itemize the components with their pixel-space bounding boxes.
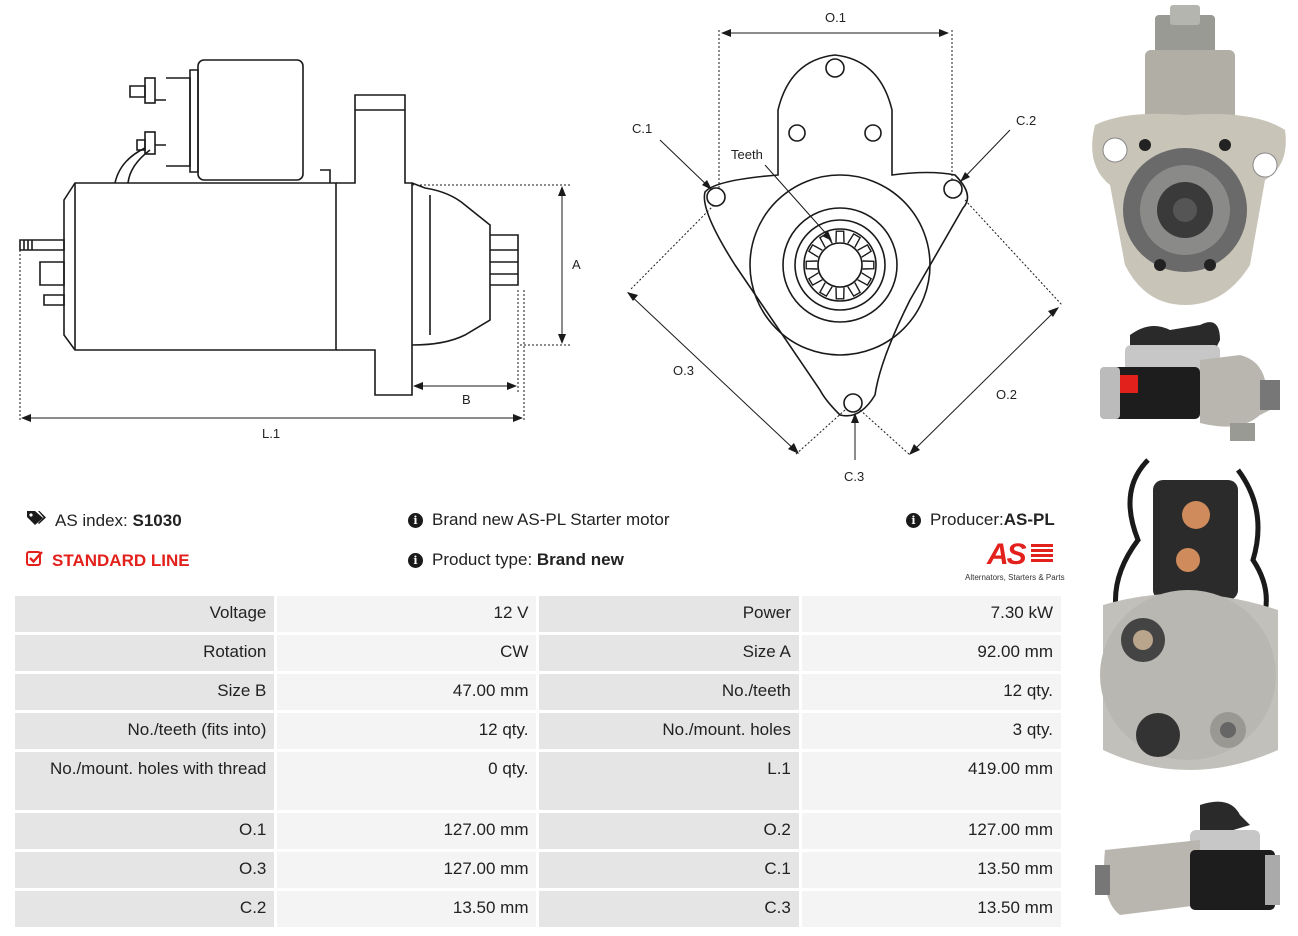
- spec-value: 12 qty.: [277, 713, 537, 749]
- spec-label: C.2: [15, 891, 275, 927]
- spec-label: No./teeth (fits into): [15, 713, 275, 749]
- label-o1: O.1: [825, 10, 846, 25]
- label-teeth: Teeth: [731, 147, 763, 162]
- label-b: B: [462, 392, 471, 407]
- spec-label: Voltage: [15, 596, 275, 632]
- producer-label: Producer:: [930, 510, 1004, 529]
- spec-value: 7.30 kW: [801, 596, 1061, 632]
- standard-line: STANDARD LINE: [26, 550, 190, 571]
- label-o2: O.2: [996, 387, 1017, 402]
- tags-icon: [26, 510, 46, 531]
- producer-value: AS-PL: [1003, 510, 1055, 529]
- spec-value: 0 qty.: [277, 752, 537, 810]
- spec-value: 13.50 mm: [801, 891, 1061, 927]
- spec-value: 127.00 mm: [277, 813, 537, 849]
- info-icon: i: [408, 512, 423, 528]
- description: i Brand new AS-PL Starter motor: [408, 510, 669, 530]
- spec-label: O.3: [15, 852, 275, 888]
- label-a: A: [572, 257, 581, 272]
- logo-tagline: Alternators, Starters & Parts: [965, 573, 1065, 582]
- spec-value: 419.00 mm: [801, 752, 1061, 810]
- product-type: i Product type: Brand new: [408, 550, 624, 570]
- gear-tooth: [805, 260, 818, 270]
- spec-label: Power: [539, 596, 799, 632]
- spec-value: 92.00 mm: [801, 635, 1061, 671]
- gear-tooth: [857, 243, 873, 258]
- spec-value: 12 qty.: [801, 674, 1061, 710]
- spec-value: 127.00 mm: [801, 813, 1061, 849]
- info-icon: i: [408, 552, 423, 568]
- spec-value: 13.50 mm: [277, 891, 537, 927]
- label-c3: C.3: [844, 469, 864, 484]
- photo-rear: [1100, 458, 1278, 770]
- spec-label: Size B: [15, 674, 275, 710]
- spec-value: 13.50 mm: [801, 852, 1061, 888]
- spec-label: O.2: [539, 813, 799, 849]
- info-icon: i: [906, 512, 921, 528]
- standard-line-label: STANDARD LINE: [52, 550, 190, 570]
- spec-row: No./teeth (fits into)12 qty.No./mount. h…: [15, 713, 1061, 749]
- photo-side-bottom: [1095, 801, 1280, 915]
- label-l1: L.1: [262, 426, 280, 441]
- as-index-value: S1030: [132, 510, 182, 530]
- spec-label: Rotation: [15, 635, 275, 671]
- spec-label: C.1: [539, 852, 799, 888]
- spec-value: CW: [277, 635, 537, 671]
- spec-label: No./mount. holes with thread: [15, 752, 275, 810]
- label-c2: C.2: [1016, 113, 1036, 128]
- front-view-drawing: O.1 C.1 C.2 Teeth O.3 O.2 C.3: [627, 10, 1063, 484]
- as-pl-logo: AS Alternators, Starters & Parts: [965, 540, 1069, 584]
- gear-tooth: [847, 232, 862, 248]
- as-index-label: AS index:: [55, 510, 128, 530]
- spec-value: 12 V: [277, 596, 537, 632]
- gear-tooth: [835, 287, 845, 300]
- photo-front: [1092, 5, 1286, 305]
- as-index: AS index: S1030: [26, 510, 182, 531]
- logo-mark: AS: [987, 538, 1027, 571]
- spec-label: No./teeth: [539, 674, 799, 710]
- photo-side-top: [1100, 322, 1280, 441]
- spec-value: 47.00 mm: [277, 674, 537, 710]
- spec-label: O.1: [15, 813, 275, 849]
- spec-label: C.3: [539, 891, 799, 927]
- label-o3: O.3: [673, 363, 694, 378]
- side-view-drawing: A B L.1: [19, 59, 581, 441]
- spec-label: Size A: [539, 635, 799, 671]
- product-type-value: Brand new: [536, 550, 624, 569]
- gear-tooth: [818, 282, 833, 298]
- label-c1: C.1: [632, 121, 652, 136]
- spec-value: 3 qty.: [801, 713, 1061, 749]
- description-text: Brand new AS-PL Starter motor: [432, 510, 670, 529]
- gear-tooth: [835, 230, 845, 243]
- pinion-gear: [805, 230, 875, 300]
- spec-value: 127.00 mm: [277, 852, 537, 888]
- check-square-icon: [26, 550, 43, 571]
- gear-tooth: [847, 282, 862, 298]
- spec-label: No./mount. holes: [539, 713, 799, 749]
- spec-label: L.1: [539, 752, 799, 810]
- product-type-label: Product type:: [432, 550, 533, 569]
- gear-tooth: [807, 272, 823, 287]
- producer: i Producer: AS-PL: [906, 510, 1055, 530]
- gear-tooth: [807, 243, 823, 258]
- gear-tooth: [862, 260, 875, 270]
- gear-tooth: [857, 272, 873, 287]
